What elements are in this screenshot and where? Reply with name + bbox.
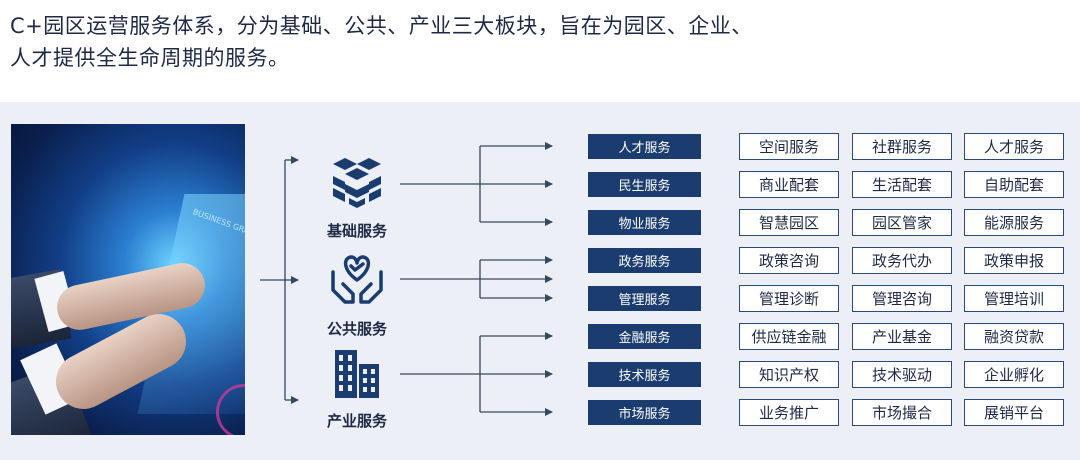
service-item: 产业基金 [852, 323, 952, 350]
category-technology: 技术服务 [588, 362, 701, 387]
service-item: 知识产权 [739, 361, 839, 388]
service-item: 企业孵化 [964, 361, 1064, 388]
intro-line-1: C+园区运营服务体系，分为基础、公共、产业三大板块，旨在为园区、企业、 [10, 14, 753, 38]
service-item: 政务代办 [852, 247, 952, 274]
category-livelihood: 民生服务 [588, 172, 701, 197]
intro-line-2: 人才提供全生命周期的服务。 [10, 46, 290, 70]
service-item: 自助配套 [964, 171, 1064, 198]
group-title: 公共服务 [326, 320, 387, 338]
service-item: 融资贷款 [964, 323, 1064, 350]
buildings-icon [302, 346, 412, 404]
service-item: 空间服务 [739, 133, 839, 160]
service-item: 商业配套 [739, 171, 839, 198]
group-industry-services: 产业服务 [302, 346, 412, 431]
category-finance: 金融服务 [588, 324, 701, 349]
service-item: 市场撮合 [852, 399, 952, 426]
intro-text: C+园区运营服务体系，分为基础、公共、产业三大板块，旨在为园区、企业、 人才提供… [10, 10, 753, 74]
service-item: 智慧园区 [739, 209, 839, 236]
group-public-services: 公共服务 [302, 250, 412, 339]
service-item: 管理培训 [964, 285, 1064, 312]
category-talent: 人才服务 [588, 134, 701, 159]
service-item: 生活配套 [852, 171, 952, 198]
service-item: 社群服务 [852, 133, 952, 160]
service-item: 供应链金融 [739, 323, 839, 350]
service-item: 业务推广 [739, 399, 839, 426]
service-item: 管理咨询 [852, 285, 952, 312]
group-title: 基础服务 [326, 222, 387, 240]
service-item: 政策申报 [964, 247, 1064, 274]
heart-in-hands-icon [302, 250, 412, 312]
category-government: 政务服务 [588, 248, 701, 273]
service-item: 展销平台 [964, 399, 1064, 426]
service-item: 政策咨询 [739, 247, 839, 274]
category-management: 管理服务 [588, 286, 701, 311]
service-item: 园区管家 [852, 209, 952, 236]
service-item: 能源服务 [964, 209, 1064, 236]
stacked-boxes-icon [302, 154, 412, 214]
category-property: 物业服务 [588, 210, 701, 235]
group-title: 产业服务 [326, 412, 387, 430]
service-item: 技术驱动 [852, 361, 952, 388]
group-basic-services: 基础服务 [302, 154, 412, 241]
service-item: 管理诊断 [739, 285, 839, 312]
category-market: 市场服务 [588, 400, 701, 425]
service-item: 人才服务 [964, 133, 1064, 160]
business-photo: BUSINESS GRAPH [11, 124, 245, 435]
